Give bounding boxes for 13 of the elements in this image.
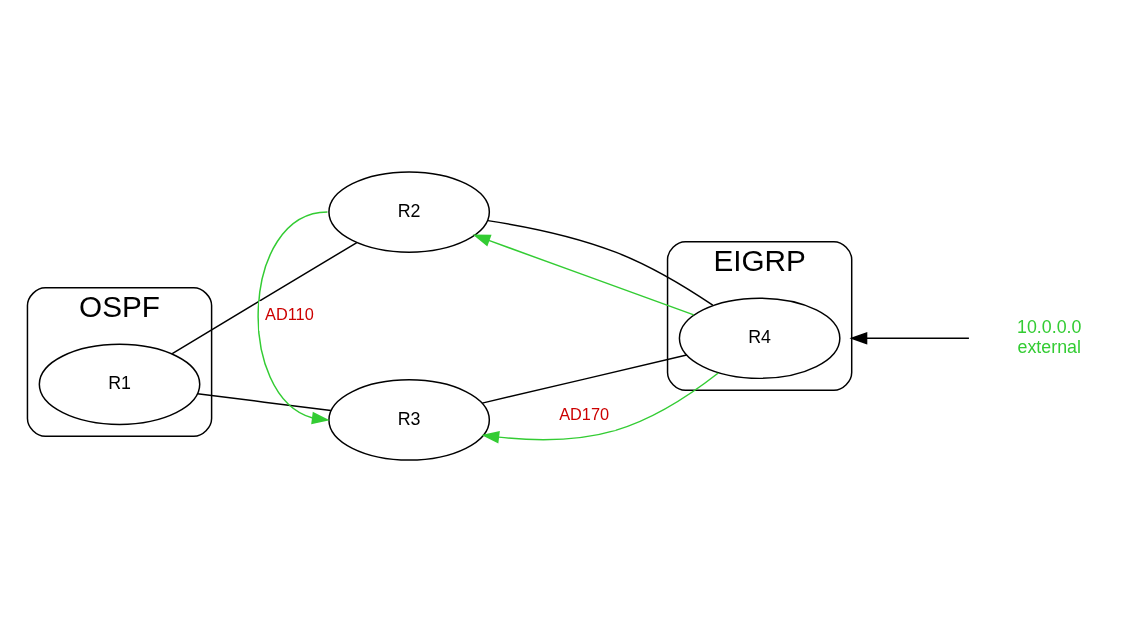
connector	[487, 219, 714, 306]
edge-label: AD110	[265, 304, 314, 323]
arrow	[849, 331, 970, 345]
arrow	[472, 234, 695, 316]
node-ellipse: R1	[38, 342, 201, 425]
connector	[481, 353, 688, 404]
connector	[196, 392, 332, 411]
connector	[171, 241, 358, 354]
arrow	[481, 371, 719, 443]
node-text: 10.0.0.0 external	[1017, 316, 1082, 357]
edge-label: AD170	[559, 404, 610, 423]
node-ellipse: R4	[678, 296, 841, 379]
node-ellipse: R3	[328, 378, 491, 461]
